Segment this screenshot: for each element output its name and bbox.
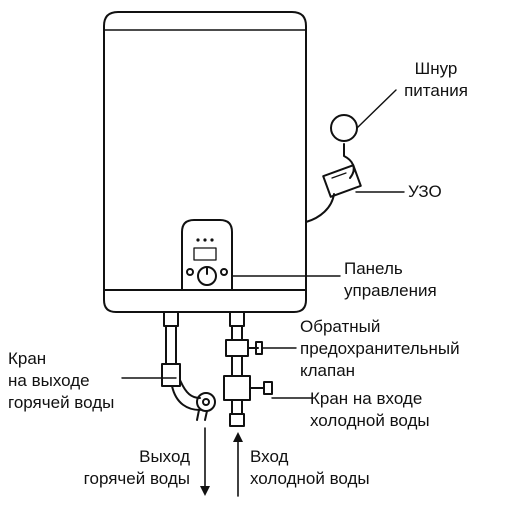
control-panel-label: Панель управления bbox=[344, 259, 437, 300]
rcd-icon bbox=[322, 164, 362, 198]
control-panel bbox=[181, 219, 233, 291]
power-cord-label: Шнур питания bbox=[404, 59, 468, 100]
hot-out-label: Выход горячей воды bbox=[83, 447, 190, 488]
cold-tap-icon bbox=[223, 375, 251, 401]
power-plug-icon bbox=[330, 114, 358, 142]
hot-water-outlet bbox=[161, 311, 216, 421]
check-valve-label: Обратный предохранительный клапан bbox=[300, 317, 460, 380]
leader-lines bbox=[121, 89, 405, 399]
check-valve-icon bbox=[225, 339, 249, 357]
power-cord bbox=[305, 114, 362, 223]
cold-in-label: Вход холодной воды bbox=[250, 447, 370, 488]
cold-tap-label: Кран на входе холодной воды bbox=[310, 389, 430, 430]
hot-out-arrowhead bbox=[200, 486, 210, 496]
hot-tap-label: Кран на выходе горячей воды bbox=[8, 349, 115, 412]
cold-in-arrowhead bbox=[233, 432, 243, 442]
hot-tap-handle-icon bbox=[196, 392, 216, 412]
flow-arrows bbox=[204, 427, 239, 497]
rcd-label: УЗО bbox=[408, 182, 442, 201]
cold-water-inlet bbox=[223, 311, 273, 427]
